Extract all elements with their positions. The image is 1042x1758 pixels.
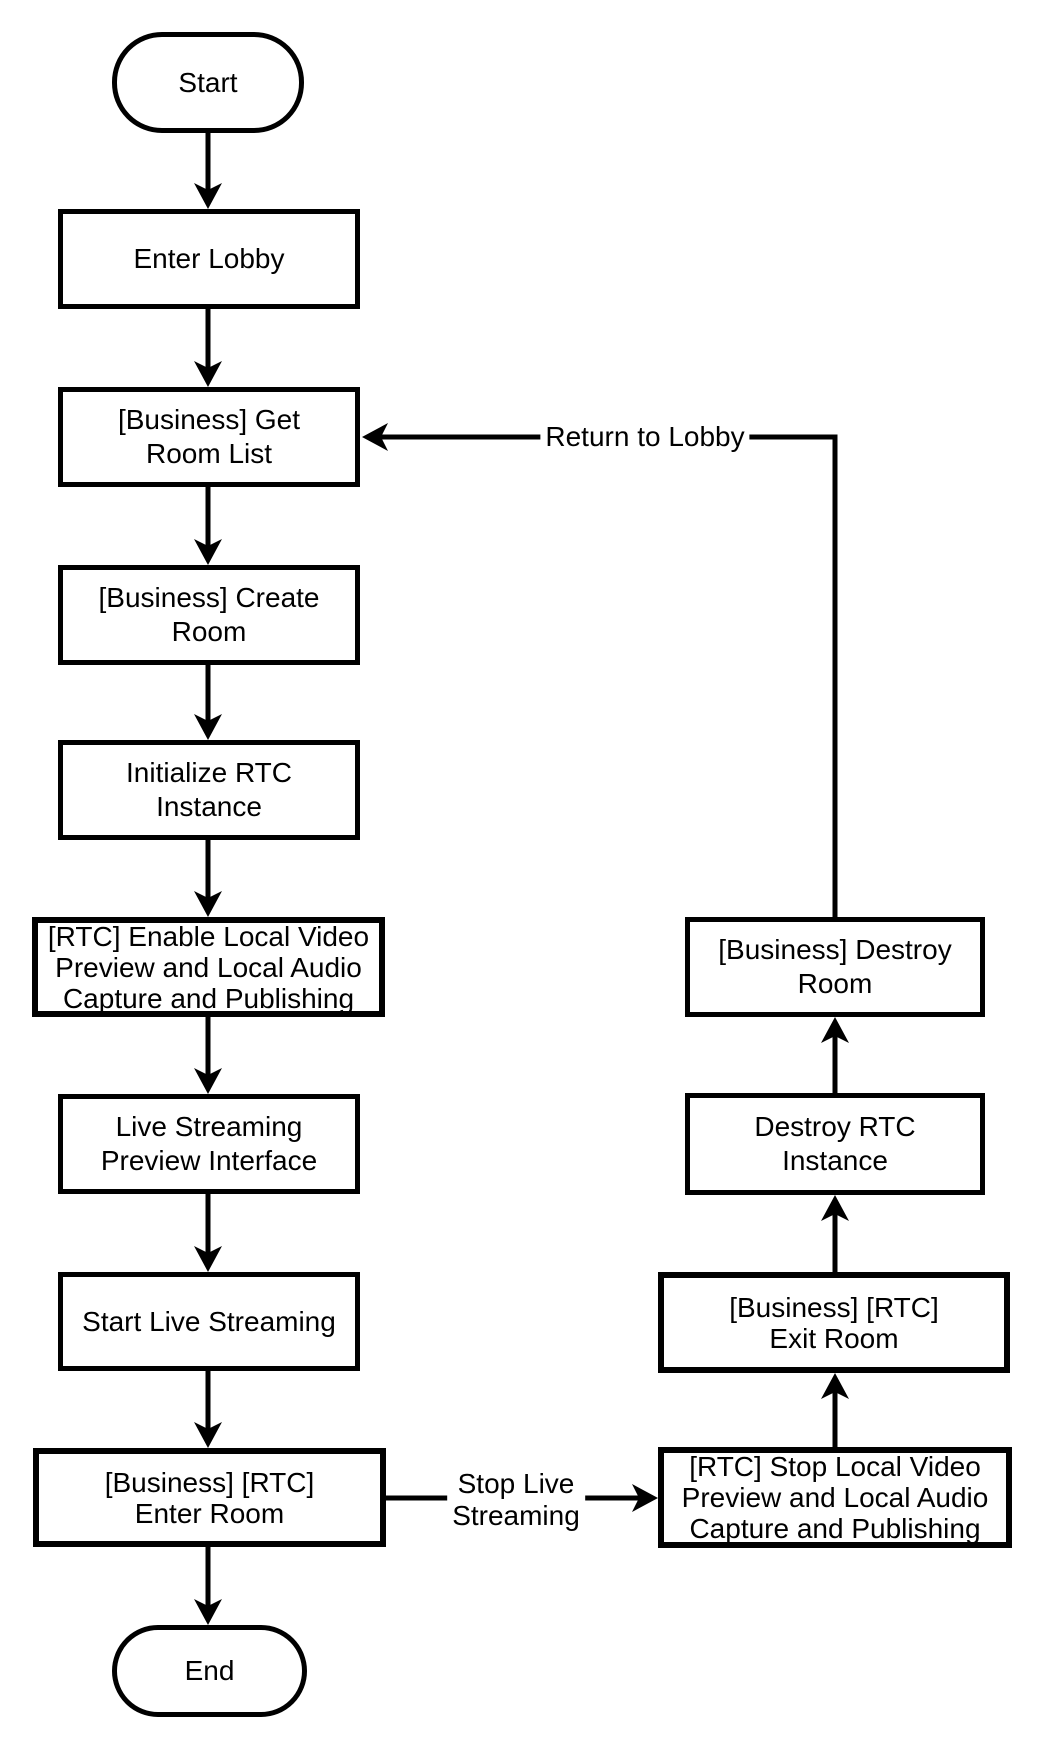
- node-label: Instance: [156, 791, 262, 822]
- node-label: [Business] Get: [117, 404, 301, 435]
- arrowhead-left-icon: [362, 423, 388, 451]
- arrowhead-down-icon: [194, 1246, 222, 1272]
- node-label: Instance: [782, 1145, 888, 1176]
- node-label: Live Streaming: [115, 1111, 303, 1142]
- node-label: Capture and Publishing: [689, 1513, 981, 1544]
- arrowhead-down-icon: [194, 891, 222, 917]
- edge-label-return-to-lobby: Return to Lobby: [540, 421, 750, 453]
- node-label: Exit Room: [769, 1322, 899, 1354]
- arrowhead-right-icon: [632, 1484, 658, 1512]
- node-exit-room: [Business] [RTC] Exit Room: [658, 1272, 1010, 1373]
- node-get-room-list: [Business] Get Room List: [58, 387, 360, 487]
- node-enable-local-av: [RTC] Enable Local Video Preview and Loc…: [32, 917, 385, 1017]
- node-label: End: [184, 1655, 235, 1686]
- node-label: Start: [178, 66, 238, 98]
- arrowhead-up-icon: [821, 1195, 849, 1221]
- arrowhead-down-icon: [194, 1422, 222, 1448]
- node-start-live-streaming: Start Live Streaming: [58, 1272, 360, 1371]
- node-label: [Business] Destroy: [718, 934, 952, 965]
- arrowhead-down-icon: [194, 183, 222, 209]
- arrowhead-down-icon: [194, 361, 222, 387]
- node-label: Destroy RTC: [754, 1111, 916, 1142]
- node-label: Preview and Local Audio: [681, 1482, 989, 1513]
- node-label: Room: [797, 968, 873, 999]
- arrowhead-down-icon: [194, 1599, 222, 1625]
- node-label: Enter Lobby: [133, 243, 285, 274]
- node-destroy-room: [Business] Destroy Room: [685, 917, 985, 1017]
- node-end: End: [112, 1625, 307, 1717]
- node-label: Capture and Publishing: [62, 982, 355, 1014]
- node-label: [RTC] Enable Local Video: [47, 920, 370, 952]
- node-create-room: [Business] Create Room: [58, 565, 360, 665]
- node-label: Preview and Local Audio: [55, 951, 362, 983]
- node-enter-room: [Business] [RTC] Enter Room: [33, 1448, 386, 1547]
- arrowhead-down-icon: [194, 539, 222, 565]
- edge-destroy-room-to-get-room-list: [380, 434, 838, 917]
- node-label: Preview Interface: [100, 1145, 318, 1176]
- edge-label-stop-live-streaming: Stop Live Streaming: [447, 1468, 585, 1532]
- node-label: [RTC] Stop Local Video: [689, 1451, 981, 1482]
- node-label: [Business] [RTC]: [104, 1466, 315, 1498]
- node-live-streaming-preview: Live Streaming Preview Interface: [58, 1094, 360, 1194]
- arrowhead-up-icon: [821, 1017, 849, 1043]
- node-label: Start Live Streaming: [82, 1305, 336, 1337]
- node-initialize-rtc-instance: Initialize RTC Instance: [58, 740, 360, 840]
- node-enter-lobby: Enter Lobby: [58, 209, 360, 309]
- node-destroy-rtc-instance: Destroy RTC Instance: [685, 1093, 985, 1195]
- arrowhead-down-icon: [194, 714, 222, 740]
- node-label: [Business] [RTC]: [729, 1291, 939, 1323]
- node-label: [Business] Create: [98, 582, 320, 613]
- node-label: Enter Room: [134, 1497, 285, 1529]
- node-label: Room: [171, 616, 247, 647]
- node-label: Initialize RTC: [126, 757, 292, 788]
- node-label: Room List: [145, 438, 273, 469]
- node-start: Start: [112, 32, 304, 133]
- arrowhead-up-icon: [821, 1373, 849, 1399]
- arrowhead-down-icon: [194, 1068, 222, 1094]
- node-stop-local-av: [RTC] Stop Local Video Preview and Local…: [658, 1447, 1012, 1548]
